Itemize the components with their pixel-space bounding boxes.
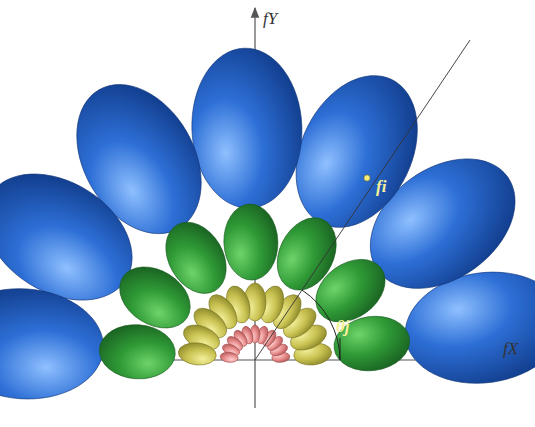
construction-lines xyxy=(255,40,470,360)
orientation-ray xyxy=(255,40,470,360)
tick xyxy=(340,338,341,360)
filter-ellipse xyxy=(266,208,348,300)
filter-ellipse xyxy=(0,283,107,404)
filter-ellipse xyxy=(177,341,217,367)
angle-arc xyxy=(302,290,340,360)
filter-ellipse xyxy=(223,203,280,281)
axis-label: fX xyxy=(503,340,518,357)
filter-ellipse xyxy=(330,312,413,376)
center-dot xyxy=(364,175,370,181)
frequency-label: fi xyxy=(376,178,386,195)
axis-label: fY xyxy=(263,10,277,27)
filter-ellipse xyxy=(97,322,177,381)
angle-label: θj xyxy=(336,318,350,335)
filter-ellipse xyxy=(220,351,239,363)
filter-ellipse xyxy=(189,46,305,210)
filter-ellipses xyxy=(0,46,535,404)
